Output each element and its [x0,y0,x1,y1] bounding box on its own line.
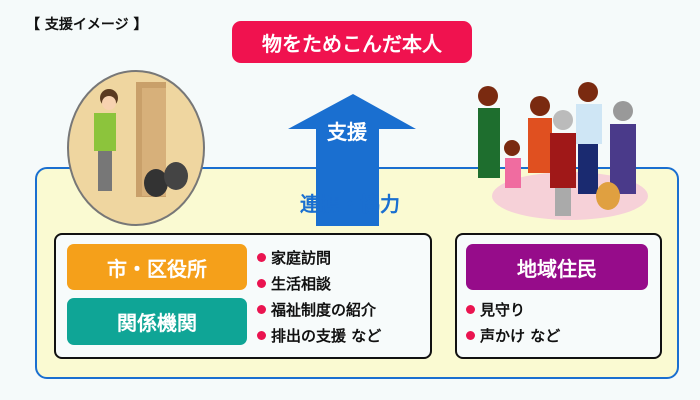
list-item: 声かけ など [466,323,560,347]
diagram-heading: 【 支援イメージ 】 [26,17,148,33]
administration-support-list: 家庭訪問 生活相談 福祉制度の紹介 排出の支援 など [257,245,381,347]
bullet-icon [257,304,266,314]
list-item-label: 見守り [480,300,526,319]
support-arrow [288,94,416,226]
home-visit-illustration [67,70,205,226]
list-item-label: 排出の支援 など [271,326,382,345]
list-item: 福祉制度の紹介 [257,297,381,321]
cooperation-label: 連携・協力 [300,192,400,216]
list-item: 家庭訪問 [257,245,381,269]
city-office-box: 市・区役所 [67,244,247,290]
residents-support-list: 見守り 声かけ など [466,297,560,347]
list-item-label: 生活相談 [271,274,332,293]
list-item: 見守り [466,297,560,321]
arrow-label: 支援 [327,120,367,144]
bullet-icon [466,304,475,314]
list-item-label: 家庭訪問 [271,248,332,267]
list-item-label: 福祉制度の紹介 [271,300,377,319]
local-residents-box: 地域住民 [466,244,648,290]
list-item: 生活相談 [257,271,381,295]
bullet-icon [257,278,266,288]
target-person-box: 物をためこんだ本人 [232,21,472,63]
list-item-label: 声かけ など [480,326,561,345]
bullet-icon [257,252,266,262]
residents-illustration [478,82,648,220]
bullet-icon [257,330,266,340]
list-item: 排出の支援 など [257,323,381,347]
bullet-icon [466,330,475,340]
related-agencies-box: 関係機関 [67,298,247,345]
